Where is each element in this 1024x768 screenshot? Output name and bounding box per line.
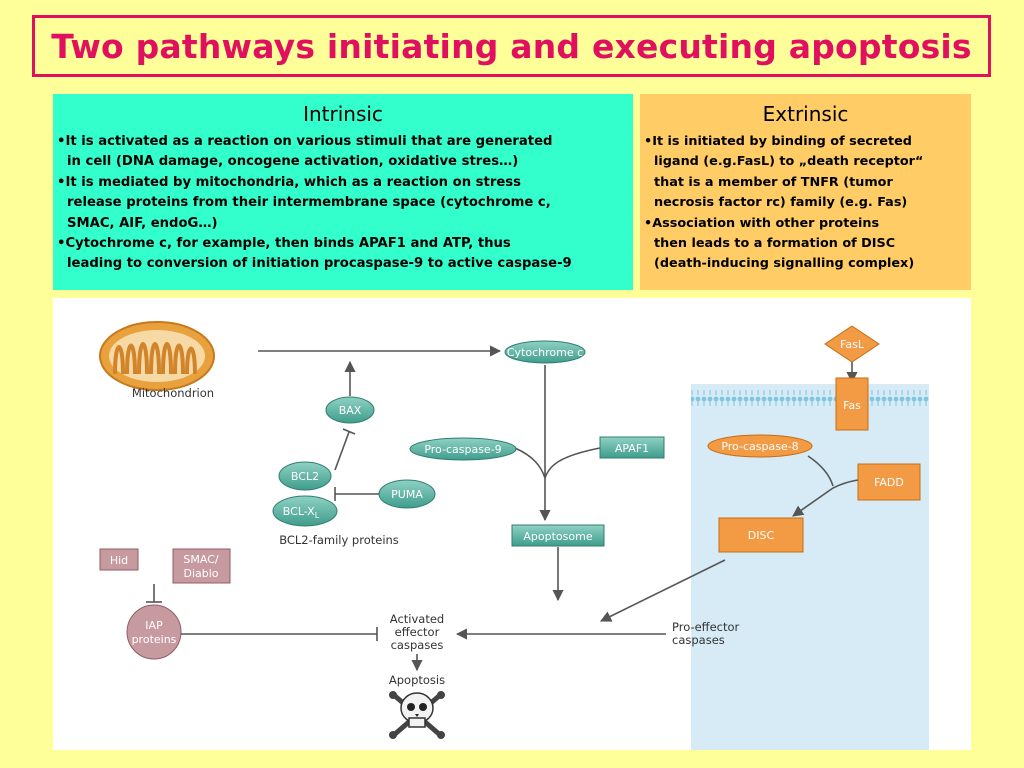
activated-label-2: effector xyxy=(395,625,440,639)
apaf1-node xyxy=(599,436,665,459)
bcl2-label: BCL2 xyxy=(291,470,319,483)
iap-node xyxy=(126,604,182,660)
smac-label-1: SMAC/ xyxy=(183,553,218,566)
merge-procasp8 xyxy=(807,455,834,487)
fadd-label: FADD xyxy=(874,476,904,489)
pro-effector-label-1: Pro-effector xyxy=(672,620,740,634)
bcl2-family-label: BCL2-family proteins xyxy=(279,533,399,547)
intrinsic-list: It is activated as a reaction on various… xyxy=(53,132,633,275)
intrinsic-bullet: It is mediated by mitochondria, which as… xyxy=(57,173,633,234)
bax-label: BAX xyxy=(339,404,362,417)
inhibit-bcl2-bax xyxy=(334,431,350,471)
puma-label: PUMA xyxy=(391,488,423,501)
skull-icon xyxy=(389,691,445,739)
procaspase9-label: Pro-caspase-9 xyxy=(424,443,501,456)
activated-label-3: caspases xyxy=(391,638,444,652)
apaf1-label: APAF1 xyxy=(615,442,649,455)
disc-label: DISC xyxy=(748,529,775,542)
intrinsic-panel: Intrinsic It is activated as a reaction … xyxy=(53,94,633,290)
arrow-disc-effector xyxy=(599,559,726,622)
inhibit-bar-bax xyxy=(342,428,356,435)
extrinsic-bullet: It is initiated by binding of secreted l… xyxy=(644,132,971,214)
bax-node xyxy=(325,396,375,424)
merge-fadd xyxy=(832,479,859,489)
apoptosis-label: Apoptosis xyxy=(389,673,445,687)
iap-label-2: proteins xyxy=(132,633,177,646)
merge-procasp9 xyxy=(514,447,546,479)
cytochrome-c-node xyxy=(504,340,586,364)
apoptosome-label: Apoptosome xyxy=(523,530,592,543)
extrinsic-bullet: Association with other proteins then lea… xyxy=(644,214,971,275)
diagram-svg: Mitochondrion Cytochrome c BAX BCL2 BCL-… xyxy=(99,321,929,750)
arrow-to-disc xyxy=(792,487,834,517)
iap-label-1: IAP xyxy=(145,619,163,632)
mitochondrion-label: Mitochondrion xyxy=(132,386,214,400)
bclxl-main: BCL-X xyxy=(283,505,315,518)
procaspase9-node xyxy=(409,437,517,461)
bclxl-node xyxy=(272,495,338,527)
bcl2-node xyxy=(278,461,332,491)
mitochondrion-icon xyxy=(99,321,215,391)
merge-apaf1 xyxy=(544,447,601,479)
intrinsic-heading: Intrinsic xyxy=(303,102,383,126)
fas-label: Fas xyxy=(843,399,861,412)
smac-node xyxy=(172,548,231,584)
procaspase8-label: Pro-caspase-8 xyxy=(721,440,798,453)
cytochrome-c-label: Cytochrome c xyxy=(507,346,583,359)
slide-title: Two pathways initiating and executing ap… xyxy=(51,27,972,66)
smac-label-2: Diablo xyxy=(183,567,218,580)
bclxl-sub: L xyxy=(315,511,320,520)
fasl-label: FasL xyxy=(840,338,865,351)
apoptosis-diagram: Mitochondrion Cytochrome c BAX BCL2 BCL-… xyxy=(53,298,971,750)
hid-label: Hid xyxy=(110,554,128,567)
activated-label-1: Activated xyxy=(390,612,444,626)
title-box: Two pathways initiating and executing ap… xyxy=(32,15,991,77)
apoptosome-node xyxy=(511,524,605,547)
extrinsic-panel: Extrinsic It is initiated by binding of … xyxy=(640,94,971,290)
extrinsic-list: It is initiated by binding of secreted l… xyxy=(640,132,971,275)
hid-node xyxy=(99,548,139,571)
fas-node xyxy=(835,377,869,431)
fadd-node xyxy=(857,463,921,501)
pro-effector-label-2: caspases xyxy=(672,633,725,647)
intrinsic-bullet: It is activated as a reaction on various… xyxy=(57,132,633,173)
disc-node xyxy=(718,517,804,553)
extrinsic-heading: Extrinsic xyxy=(762,102,849,126)
bclxl-label: BCL-XL xyxy=(283,505,320,520)
intrinsic-bullet: Cytochrome c, for example, then binds AP… xyxy=(57,234,633,275)
cell-membrane xyxy=(691,390,929,406)
procaspase8-node xyxy=(707,434,813,458)
